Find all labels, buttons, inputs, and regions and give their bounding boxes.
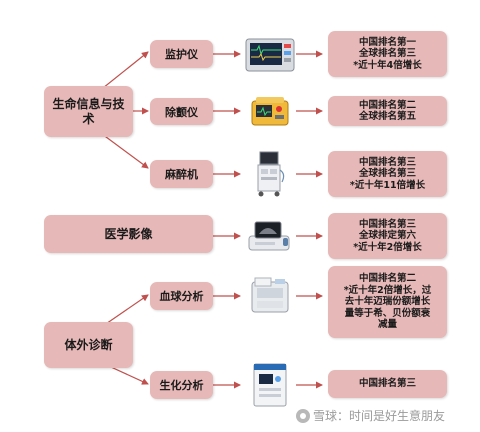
device-defibrillator: 除颤仪 (150, 98, 213, 125)
result-monitor-line-3: *近十年4倍增长 (353, 59, 422, 71)
result-imaging-line-1: 中国排名第三 (358, 218, 416, 230)
arrow-life-to-monitor (97, 51, 149, 93)
device-monitor-label: 监护仪 (165, 48, 198, 61)
watermark-text: 雪球：时间是好生意朋友 (313, 409, 446, 423)
result-blood-line-4: 量等于希、贝份额衰 (344, 307, 431, 319)
result-biochem-line-1: 中国排名第三 (358, 378, 416, 390)
device-blood-analysis: 血球分析 (150, 282, 213, 310)
snowball-logo-icon (296, 408, 310, 423)
result-blood-line-3: 去十年迈瑞份额增长 (344, 296, 431, 308)
result-biochem-analysis: 中国排名第三 (328, 370, 447, 398)
arrow-life-to-anesthesia (97, 130, 149, 169)
device-defibrillator-label: 除颤仪 (165, 105, 198, 119)
result-defibrillator-line-2: 全球排名第五 (358, 111, 416, 122)
device-biochem-analysis: 生化分析 (150, 371, 213, 399)
result-blood-line-5: 减量 (377, 319, 397, 331)
defibrillator-icon (251, 97, 289, 126)
result-anesthesia-line-2: 全球排名第三 (358, 168, 416, 180)
result-blood-line-1: 中国排名第二 (358, 273, 416, 285)
device-monitor: 监护仪 (150, 40, 213, 68)
category-ivd-label: 体外诊断 (64, 337, 113, 352)
result-monitor-line-1: 中国排名第一 (358, 36, 416, 48)
category-imaging-label: 医学影像 (104, 226, 153, 241)
device-anesthesia: 麻醉机 (150, 160, 213, 188)
result-defibrillator-line-1: 中国排名第二 (358, 99, 416, 111)
anesthesia-machine-icon (257, 151, 285, 197)
category-imaging: 医学影像 (44, 215, 213, 253)
ultrasound-imaging-icon (248, 221, 290, 251)
device-anesthesia-label: 麻醉机 (165, 168, 198, 181)
category-life-info: 生命信息与技术 (44, 86, 133, 137)
hematology-analyzer-icon (251, 277, 289, 313)
result-anesthesia-line-1: 中国排名第三 (358, 156, 416, 168)
result-blood-line-2: *近十年2倍增长，过 (343, 284, 432, 296)
result-monitor: 中国排名第一 全球排名第三 *近十年4倍增长 (328, 31, 447, 77)
result-blood-analysis: 中国排名第二 *近十年2倍增长，过 去十年迈瑞份额增长 量等于希、贝份额衰 减量 (328, 266, 447, 338)
category-life-info-label: 生命信息与技术 (52, 96, 125, 126)
patient-monitor-icon (245, 38, 295, 72)
result-defibrillator: 中国排名第二 全球排名第五 (328, 96, 447, 126)
result-anesthesia-line-3: *近十年11倍增长 (349, 179, 426, 191)
category-ivd: 体外诊断 (44, 322, 133, 368)
device-biochem-analysis-label: 生化分析 (159, 379, 204, 392)
watermark: 雪球：时间是好生意朋友 (296, 407, 445, 424)
device-blood-analysis-label: 血球分析 (159, 290, 204, 303)
result-imaging-line-3: *近十年2倍增长 (353, 241, 422, 253)
result-imaging: 中国排名第三 全球排定第六 *近十年2倍增长 (328, 213, 447, 259)
biochemistry-analyzer-icon (253, 363, 287, 407)
result-monitor-line-2: 全球排名第三 (358, 48, 416, 60)
result-anesthesia: 中国排名第三 全球排名第三 *近十年11倍增长 (328, 151, 447, 197)
result-imaging-line-2: 全球排定第六 (358, 230, 416, 242)
